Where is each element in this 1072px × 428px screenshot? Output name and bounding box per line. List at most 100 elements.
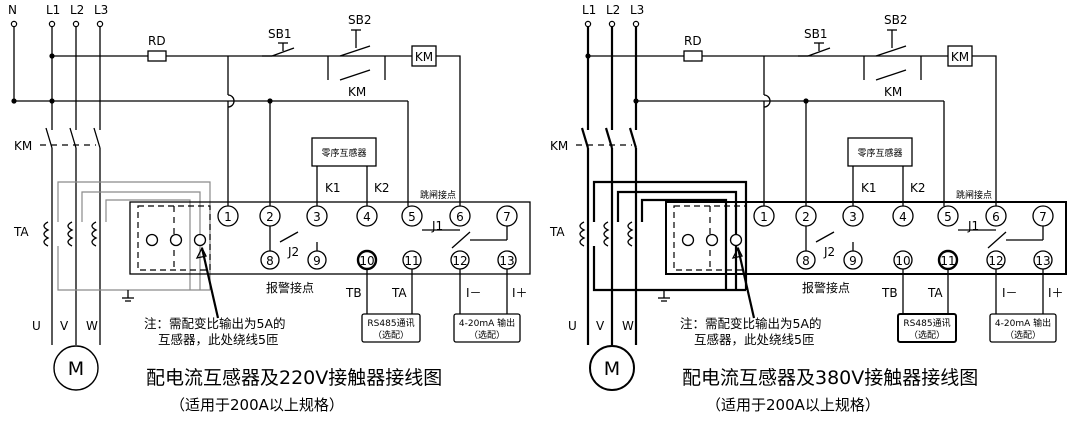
k2-label: K2 (374, 181, 390, 195)
rs485-optional-label: （选配） (373, 329, 409, 341)
k1-label: K1 (325, 181, 341, 195)
j1-contact (987, 231, 1007, 249)
terminal-5-label: 5 (944, 210, 952, 224)
ta-label: TA (13, 225, 29, 239)
j1-contact (451, 231, 471, 249)
junction-dot (267, 98, 273, 104)
j1-label: J1 (967, 219, 979, 233)
protector-module (129, 201, 531, 275)
phase-l3-label: L3 (94, 3, 108, 17)
j2-contact (815, 231, 835, 243)
i-plus-label: I＋ (512, 286, 528, 300)
phase-l1-terminal (584, 20, 592, 28)
trip-contact-label: 跳闸接点 (956, 189, 992, 201)
phase-l2-label: L2 (606, 3, 620, 17)
terminal-6-label: 6 (992, 210, 1000, 224)
terminal-10-label: 10 (895, 254, 910, 268)
note-line-1: 注：需配变比输出为5A的 (680, 316, 822, 331)
terminal-5 (937, 205, 959, 227)
ct-coil (43, 221, 50, 247)
ct-hole (681, 233, 695, 247)
terminal-10-label: 10 (359, 254, 374, 268)
w-label: W (622, 319, 634, 333)
ma-output-box (453, 313, 521, 343)
junction-dot (803, 98, 809, 104)
zero-seq-label: 零序互感器 (857, 147, 902, 159)
ct-coil (67, 221, 74, 247)
k1-label: K1 (861, 181, 877, 195)
alarm-contact-label: 报警接点 (266, 280, 314, 295)
terminal-4-label: 4 (899, 210, 907, 224)
rs485-label: RS485通讯 (367, 318, 414, 329)
phase-l3-terminal (96, 20, 104, 28)
sb1-label: SB1 (268, 27, 291, 41)
terminal-2-label: 2 (802, 210, 810, 224)
sb1-label: SB1 (804, 27, 827, 41)
note-arrow (736, 247, 756, 319)
wire-crossover (763, 94, 771, 108)
w-label: W (86, 319, 98, 333)
motor-circle (589, 345, 635, 391)
v-label: V (596, 319, 605, 333)
km-hold-contact (339, 69, 371, 81)
ct-coil (627, 221, 634, 247)
j2-contact (279, 231, 299, 243)
phase-l1-label: L1 (582, 3, 596, 17)
km-coil-wire-t6 (972, 55, 997, 206)
diagram-subtitle: （适用于200A以上规格） (170, 396, 344, 414)
motor-label: M (604, 358, 620, 380)
phase-l3-terminal (632, 20, 640, 28)
note-arrowhead (731, 246, 743, 259)
rs485-optional-label: （选配） (909, 329, 945, 341)
phase-l1-label: L1 (46, 3, 60, 17)
motor-label: M (68, 358, 84, 380)
ct-secondary-wire (105, 199, 191, 290)
sb2-contact (875, 45, 907, 57)
trip-contact-label: 跳闸接点 (420, 189, 456, 201)
ct-coil (579, 221, 586, 247)
terminal-3-label: 3 (849, 210, 857, 224)
note-line-1: 注：需配变比输出为5A的 (144, 316, 286, 331)
ta-label: TA (549, 225, 565, 239)
terminal-9-label: 9 (849, 254, 857, 268)
sb2-contact (339, 45, 371, 57)
ma-output-label: 4-20mA 输出 (995, 317, 1051, 329)
terminal-6-label: 6 (456, 210, 464, 224)
terminal-1-label: 1 (760, 210, 768, 224)
sb2-label: SB2 (348, 13, 371, 27)
ct-hole (705, 233, 719, 247)
km-main-contact (93, 127, 101, 149)
zero-seq-label: 零序互感器 (321, 147, 366, 159)
terminal-7-label: 7 (1039, 210, 1047, 224)
terminal-3-label: 3 (313, 210, 321, 224)
ct-common-wire (57, 246, 210, 291)
ma-output-label: 4-20mA 输出 (459, 317, 515, 329)
terminal-11-label: 11 (404, 254, 419, 268)
zero-seq-box (847, 137, 913, 167)
km-hold-label: KM (884, 85, 902, 99)
terminal-8-label: 8 (266, 254, 274, 268)
ct-hole (145, 233, 159, 247)
ct-secondary-wire (640, 198, 728, 290)
phase-l3-label: L3 (630, 3, 644, 17)
terminal-2-label: 2 (266, 210, 274, 224)
k2-label: K2 (910, 181, 926, 195)
terminal-9-label: 9 (313, 254, 321, 268)
ct-hole (193, 233, 207, 247)
phase-n-label: N (8, 3, 17, 17)
terminal-4-label: 4 (363, 210, 371, 224)
fuse-rd (683, 50, 703, 62)
ta-out-label: TA (927, 286, 943, 300)
i-plus-label: I＋ (1048, 286, 1064, 300)
i-minus-label: I－ (466, 286, 482, 300)
terminal-13-label: 13 (1035, 254, 1050, 268)
ct-coil (91, 221, 98, 247)
ct-hole (729, 233, 743, 247)
terminal-1-label: 1 (224, 210, 232, 224)
phase-l2-terminal (608, 20, 616, 28)
u-label: U (32, 319, 41, 333)
ma-optional-label: （选配） (469, 329, 505, 341)
km-coil-label: KM (951, 50, 969, 64)
diagram-title: 配电流互感器及220V接触器接线图 (146, 367, 442, 389)
